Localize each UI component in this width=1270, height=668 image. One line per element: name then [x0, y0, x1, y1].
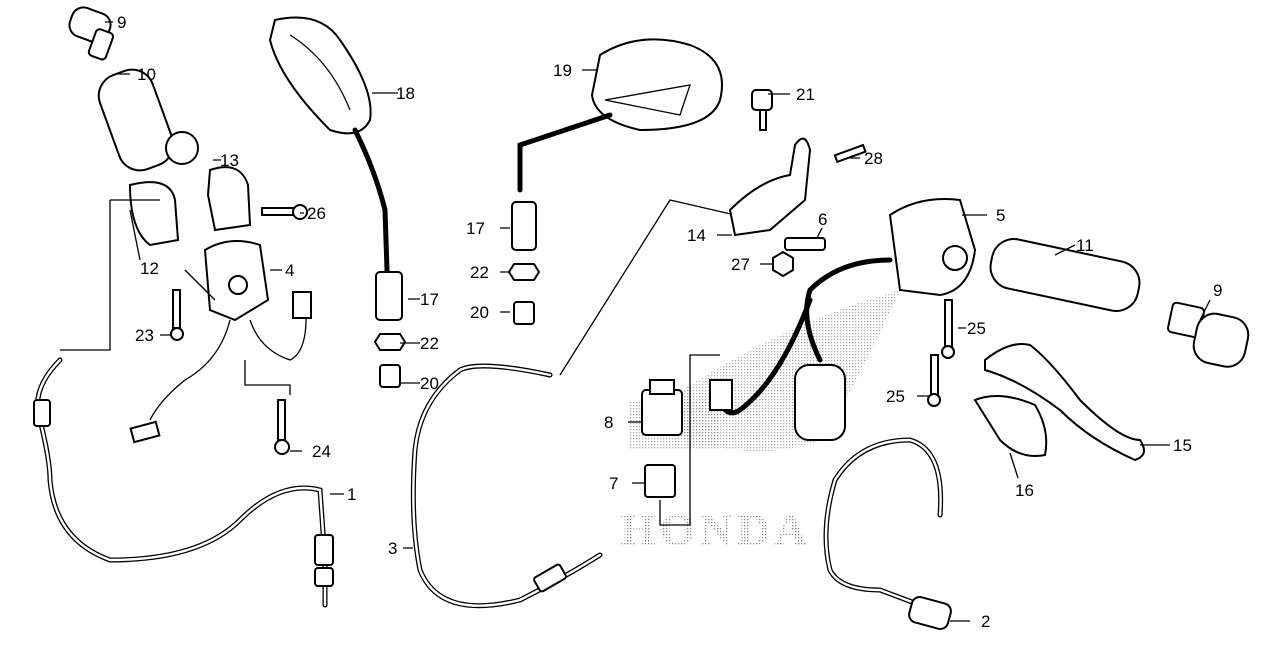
- callout-18: 18: [396, 84, 415, 103]
- watermark-text: HONDA: [620, 504, 811, 555]
- connector-2: [292, 291, 312, 319]
- callout-28: 28: [864, 149, 883, 168]
- callout-14: 14: [687, 226, 706, 245]
- callout-10: 10: [137, 65, 156, 84]
- part-switch-body: [794, 364, 846, 441]
- part-screws-left: [170, 204, 308, 455]
- callout-3: 3: [388, 539, 397, 558]
- callout-17b: 17: [466, 219, 485, 238]
- callout-labels: 9 10 13 26 12 4 23 24 1 18 17 22 20 19 1…: [117, 13, 1222, 631]
- callout-23: 23: [135, 326, 154, 345]
- callout-1: 1: [347, 485, 356, 504]
- part-throttle-housing: [128, 166, 252, 247]
- part-end-weight-left: [68, 6, 115, 61]
- callout-25b: 25: [886, 387, 905, 406]
- callout-20: 20: [420, 374, 439, 393]
- callout-22b: 22: [470, 263, 489, 282]
- callout-8: 8: [604, 413, 613, 432]
- callout-11: 11: [1076, 236, 1094, 255]
- callout-15: 15: [1173, 436, 1192, 455]
- connector-3: [709, 379, 733, 411]
- callout-9: 9: [117, 13, 126, 32]
- part-grip-right: [989, 238, 1250, 368]
- part-throttle-cable: [33, 357, 334, 608]
- callout-12: 12: [140, 259, 159, 278]
- part-right-switch: [888, 198, 977, 297]
- callout-16: 16: [1015, 481, 1034, 500]
- callout-21: 21: [796, 85, 815, 104]
- callout-24: 24: [312, 442, 331, 461]
- switch-wire: [149, 319, 231, 421]
- part-clutch-cable: [410, 363, 603, 609]
- part-screws-right: [927, 299, 955, 407]
- leader-line-3: [559, 199, 736, 376]
- callout-13: 13: [220, 151, 239, 170]
- part-left-switch: [203, 240, 270, 322]
- callout-27: 27: [731, 255, 750, 274]
- part-adapters: [373, 201, 541, 388]
- callout-25: 25: [967, 319, 986, 338]
- callout-6: 6: [818, 210, 827, 229]
- callout-4: 4: [285, 261, 294, 280]
- part-mirror-right: [517, 38, 723, 193]
- callout-leaders: [105, 21, 1211, 622]
- part-brake-lever: [973, 343, 1145, 462]
- part-relay-7: [644, 464, 676, 498]
- callout-2: 2: [981, 612, 990, 631]
- switch-wire-2: [249, 299, 307, 361]
- callout-5: 5: [996, 206, 1005, 225]
- leader-relay: [659, 354, 720, 526]
- connector: [129, 420, 161, 444]
- callout-20b: 20: [470, 303, 489, 322]
- callout-9b: 9: [1213, 281, 1222, 300]
- part-relay-8: [641, 379, 683, 436]
- callout-19: 19: [553, 61, 572, 80]
- callout-26: 26: [307, 204, 326, 223]
- part-lever-bracket: [728, 89, 867, 278]
- callout-17: 17: [420, 290, 439, 309]
- leader-lines-left: [60, 199, 291, 395]
- part-throttle-grip: [97, 68, 199, 172]
- switch-wiring: [804, 257, 893, 363]
- part-mirror-left: [268, 16, 391, 303]
- callout-22: 22: [420, 334, 439, 353]
- part-choke-cable: [823, 437, 952, 630]
- callout-7: 7: [609, 474, 618, 493]
